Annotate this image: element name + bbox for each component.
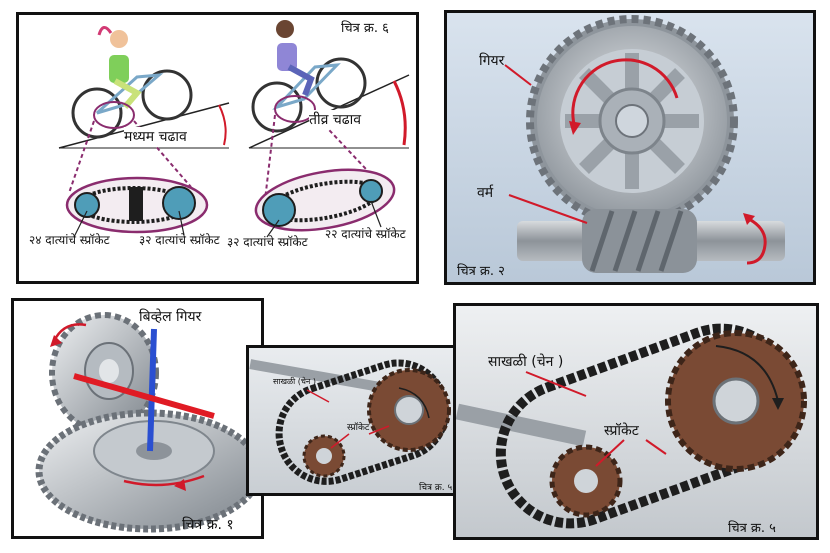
sprocket-label-small: स्प्रॉकेट: [347, 423, 370, 433]
right-front-sprocket-label: ३२ दात्यांचे स्प्रॉकेट: [227, 235, 308, 249]
panel5b-caption: चित्र क्र. ५: [728, 521, 776, 536]
chain-sprocket-small-illustration: [249, 359, 451, 485]
steep-slope-label: तीव्र चढाव: [309, 110, 362, 129]
chain-label-large: साखळी (चेन ): [488, 354, 564, 370]
panel-worm-gear: गियर वर्म चित्र क्र. २: [444, 10, 816, 285]
panel-chain-small: साखळी (चेन ) स्प्रॉकेट चित्र क्र. ५: [246, 345, 465, 496]
right-sprocket-zoom: [254, 168, 396, 232]
left-rear-sprocket-label: ३२ दात्यांचे स्प्रॉकेट: [139, 233, 220, 247]
panel6-caption: चित्र क्र. ६: [341, 21, 389, 36]
worm-label: वर्म: [477, 185, 494, 201]
panel-bicycle-gears: चित्र क्र. ६ मध्यम चढाव तीव्र चढाव २४ दा…: [16, 12, 419, 284]
left-front-sprocket-label: २४ दात्यांचे स्प्रॉकेट: [29, 233, 110, 247]
moderate-slope-label: मध्यम चढाव: [124, 127, 187, 146]
chain-label-small: साखळी (चेन ): [273, 377, 317, 386]
gear-label: गियर: [479, 53, 505, 69]
bevel-gear-label: बिव्हेल गियर: [139, 307, 202, 326]
sprocket-label-large: स्प्रॉकेट: [604, 423, 639, 439]
panel-chain-large: साखळी (चेन ) स्प्रॉकेट चित्र क्र. ५: [453, 303, 819, 540]
panel2-caption: चित्र क्र. २: [457, 264, 505, 279]
panel5a-caption: चित्र क्र. ५: [419, 483, 453, 493]
panel-bevel-gear: बिव्हेल गियर चित्र क्र. १: [11, 298, 264, 539]
worm-gear-illustration: [504, 15, 785, 273]
bicycle-illustration: [58, 20, 410, 238]
bevel-gear-illustration: [35, 312, 261, 533]
panel1-caption: चित्र क्र. १: [182, 517, 234, 533]
left-sprocket-zoom: [65, 176, 209, 234]
left-bicycle: [71, 26, 193, 139]
right-bicycle: [251, 20, 367, 133]
right-rear-sprocket-label: २२ दात्यांचे स्प्रॉकेट: [325, 227, 406, 241]
chain-sprocket-large-illustration: [456, 323, 807, 529]
